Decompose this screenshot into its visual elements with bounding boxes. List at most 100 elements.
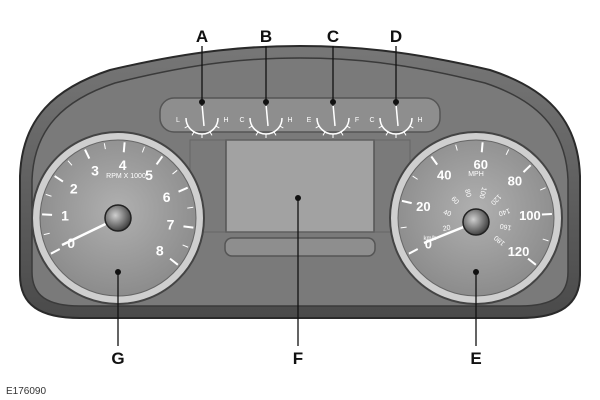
- speedometer-kmh-label: 20: [442, 225, 451, 233]
- speedometer-kmh-label: 140: [497, 206, 510, 216]
- small-gauge-tick: [209, 131, 213, 136]
- speedometer-tick: [539, 187, 546, 191]
- speedometer-kmh-label: 80: [463, 189, 472, 198]
- speedometer-tick: [400, 226, 407, 229]
- tachometer-tick: [155, 155, 164, 166]
- leader-lines: [117, 46, 477, 346]
- speedometer-tick: [408, 248, 419, 255]
- tachometer-label: 2: [70, 181, 78, 197]
- tachometer-tick: [43, 232, 50, 236]
- leader-dot-b: [263, 99, 269, 105]
- tachometer-label: 1: [61, 207, 69, 223]
- tachometer-tick: [187, 206, 194, 209]
- small-gauge-right-label: H: [287, 117, 292, 124]
- small-gauge-left-label: E: [307, 117, 312, 124]
- tachometer-tick: [178, 186, 189, 193]
- small-gauge-tick: [255, 131, 259, 136]
- tachometer-unit: RPM X 1000: [106, 173, 146, 180]
- small-gauge-left-label: L: [176, 117, 180, 124]
- speedometer-tick: [522, 164, 532, 173]
- small-gauge-tick: [215, 125, 220, 129]
- speedometer-kmh-label: 160: [499, 222, 512, 231]
- tachometer-tick: [67, 160, 73, 166]
- small-gauge-tick: [385, 131, 389, 136]
- small-gauge-tick: [378, 125, 383, 129]
- leader-dot-c: [330, 99, 336, 105]
- tachometer-label: 7: [167, 217, 175, 233]
- leader-dot-d: [393, 99, 399, 105]
- tachometer-label: 6: [163, 189, 171, 205]
- speedometer-tick: [542, 238, 549, 242]
- small-gauge-right-label: H: [223, 117, 228, 124]
- small-gauge-right-label: F: [355, 117, 359, 124]
- tachometer-tick: [172, 169, 178, 175]
- speedometer-tick: [455, 144, 458, 151]
- small-gauge-tick: [248, 125, 253, 129]
- speedometer-mph-label: 60: [473, 157, 487, 172]
- center-lower-slot: [224, 237, 376, 257]
- tachometer-tick: [182, 244, 189, 248]
- speedometer-mph-label: 80: [508, 173, 522, 188]
- callout-d: D: [389, 27, 403, 46]
- tachometer-tick: [103, 143, 106, 150]
- tachometer-label: 0: [67, 235, 75, 251]
- speedometer-tick: [480, 142, 484, 153]
- callout-a: A: [195, 27, 209, 46]
- speedometer-tick: [412, 175, 418, 180]
- leader-dot-e: [473, 269, 479, 275]
- tachometer-label: 4: [119, 157, 127, 173]
- tachometer-tick: [169, 257, 179, 266]
- callout-f: F: [292, 349, 304, 368]
- tachometer-hub: [104, 204, 132, 232]
- small-gauge-tick: [340, 131, 344, 136]
- leader-dot-g: [115, 269, 121, 275]
- speedometer-mph-label: 40: [437, 167, 451, 182]
- small-gauge-tick: [184, 125, 189, 129]
- tachometer-label: 3: [91, 162, 99, 178]
- callout-g: G: [111, 349, 125, 368]
- small-gauge-tick: [322, 131, 326, 136]
- tachometer-tick: [84, 149, 91, 159]
- small-gauge-tick: [279, 125, 284, 129]
- speedometer-tick: [527, 257, 537, 266]
- leader-dot-a: [199, 99, 205, 105]
- speedometer-mph-label: 0: [425, 236, 432, 251]
- small-gauge-left-label: C: [239, 117, 244, 124]
- tachometer-label: 5: [145, 167, 153, 183]
- small-gauge-tick: [403, 131, 407, 136]
- small-gauge-tick: [346, 125, 351, 129]
- small-gauge-tick: [191, 131, 195, 136]
- speedometer-tick: [401, 199, 412, 205]
- speedometer-tick: [505, 149, 510, 156]
- speedometer-mph-unit: MPH: [468, 171, 484, 178]
- speedometer-mph-label: 20: [416, 199, 430, 214]
- speedometer-kmh-label: 60: [449, 196, 459, 207]
- small-gauge-needle: [395, 103, 399, 127]
- indicator-strip: [159, 97, 441, 133]
- small-gauge-tick: [273, 131, 277, 136]
- center-display: [225, 139, 375, 233]
- small-gauge-needle: [201, 103, 205, 127]
- callout-e: E: [470, 349, 482, 368]
- speedometer-tick: [430, 155, 439, 166]
- leader-dot-f: [295, 195, 301, 201]
- callout-c: C: [326, 27, 340, 46]
- tachometer-tick: [45, 193, 52, 197]
- tachometer-tick: [141, 146, 145, 153]
- speedometer-mph-label: 120: [508, 244, 530, 259]
- small-gauge-needle: [332, 103, 336, 127]
- speedometer-kmh-label: 40: [442, 209, 452, 218]
- speedometer-tick: [541, 213, 552, 216]
- tachometer-tick: [50, 248, 61, 255]
- small-gauge-needle: [265, 103, 269, 127]
- figure-id: E176090: [6, 386, 47, 397]
- callout-b: B: [259, 27, 273, 46]
- small-gauge-tick: [409, 125, 414, 129]
- speedometer-hub: [462, 208, 490, 236]
- tachometer-label: 8: [156, 243, 164, 259]
